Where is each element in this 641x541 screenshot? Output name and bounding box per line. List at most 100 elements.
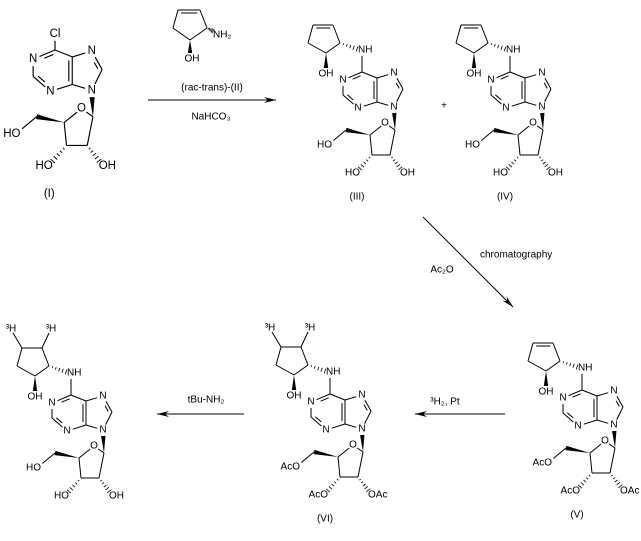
ring-oxygen: O (601, 436, 609, 447)
c5-wedge-bond (493, 127, 518, 135)
ring-bond (545, 360, 561, 372)
atom-nh: NH (67, 368, 81, 379)
bond-n7-c8-inner (543, 82, 548, 89)
bond-c8-n9 (616, 406, 624, 420)
bond-n3-c4 (511, 101, 526, 107)
bond-c5-c6 (509, 71, 526, 79)
bond-c8-n9 (364, 410, 372, 424)
substituent-3prime: HO (35, 160, 52, 172)
bond-n7-c8 (396, 77, 404, 90)
c2-hashed-bond (88, 147, 102, 163)
substituent-2prime: OH (548, 168, 563, 179)
c3-hashed-bond (505, 156, 519, 171)
bond-n3-c4 (583, 419, 598, 425)
bond-c6-n1 (348, 71, 363, 79)
ring-bond (455, 42, 475, 54)
bond-c2-n3-inner (566, 412, 574, 419)
bond-n7-c8 (105, 400, 113, 413)
glycosidic-wedge-bond (392, 112, 397, 130)
bond-c6-n1-inner (352, 75, 361, 80)
bond-c6-n1-inner (572, 393, 581, 398)
bond-c6-n1-inner (320, 397, 329, 402)
bond-c2-n3-inner (37, 75, 46, 83)
atom-n1: N (559, 393, 566, 404)
c5-wedge-bond (313, 449, 338, 457)
compound-label: (VI) (317, 514, 333, 525)
hydroxyl-wedge-bond (291, 375, 297, 390)
atom-n7: N (99, 391, 106, 402)
arrowhead-icon (264, 97, 276, 103)
amine-hashed-bond (207, 27, 215, 34)
ring-bond (41, 347, 50, 367)
atom-oh: OH (319, 69, 334, 80)
bond-o4-c4 (337, 447, 350, 458)
substituent-2prime: OH (99, 160, 116, 172)
tritium-right: ³H (305, 323, 316, 334)
bond-c5-o5 (301, 451, 315, 463)
atom-n1: N (29, 53, 37, 65)
step4-reagent-label: tBu-NH₂ (188, 395, 225, 406)
step2-chromatography-label: chromatography (480, 250, 552, 261)
amine-hashed-bond (310, 365, 327, 374)
bond-c1-o4 (97, 448, 105, 454)
atom-n3: N (63, 426, 70, 437)
c2-hashed-bond (611, 474, 623, 489)
atom-n7: N (390, 68, 397, 79)
bond-c6-n1 (316, 393, 331, 401)
c2-hashed-bond (100, 479, 112, 494)
bond-c6-n1 (568, 389, 583, 397)
bond-tritium-right (41, 332, 50, 349)
tritium-left: ³H (6, 324, 17, 335)
compound-label: (I) (44, 188, 55, 200)
atom-oh: OH (28, 392, 43, 403)
substituent-2prime: OAc (368, 490, 387, 501)
bond-c5-o5 (42, 452, 56, 464)
ring-bond (16, 347, 23, 367)
hydroxyl-wedge-bond (187, 40, 193, 53)
reagent-nh2: NH₂ (213, 30, 231, 41)
ring-bond (34, 365, 50, 377)
bond-o4-c4 (78, 448, 91, 459)
c5-wedge-bond (345, 127, 370, 135)
c2-hashed-bond (539, 156, 551, 171)
bond-c5-c6 (70, 394, 87, 402)
atom-n3: N (354, 103, 361, 114)
bond-c5-o5 (553, 447, 567, 459)
bond-c5-c6 (581, 389, 598, 397)
substituent-5prime: AcO (281, 462, 301, 473)
glycosidic-wedge-bond (89, 97, 95, 117)
atom-n9: N (88, 84, 96, 96)
glycosidic-wedge-bond (612, 430, 617, 448)
bond-c5-o5 (333, 129, 347, 141)
c5-wedge-bond (54, 450, 79, 458)
atom-n9: N (390, 102, 397, 113)
atom-oh: OH (539, 387, 554, 398)
bond-c5-o5 (21, 116, 37, 130)
hydroxyl-wedge-bond (32, 376, 38, 391)
atom-n9: N (99, 425, 106, 436)
step2-acetylation-label: Ac₂O (430, 265, 454, 276)
bond-c2-c1 (98, 452, 105, 479)
step1-reagent-label: (rac-trans)-(II) (181, 83, 243, 94)
bond-n7-c8 (616, 395, 624, 408)
bond-n9-c4 (85, 424, 98, 429)
bond-tritium-right (300, 331, 309, 348)
atom-cl: Cl (50, 28, 61, 40)
atom-n3: N (574, 421, 581, 432)
arrow-step-3 (415, 411, 505, 417)
ring-bond (293, 364, 309, 376)
bond-c5-c6 (329, 393, 346, 401)
c3-hashed-bond (50, 147, 65, 164)
atom-n1: N (487, 75, 494, 86)
bond-c2-c1 (357, 451, 364, 478)
substituent-2prime: OAc (620, 486, 639, 497)
bond-n7-c8-inner (93, 62, 99, 70)
bond-c6-n1 (496, 71, 511, 79)
ring-bond (16, 365, 36, 377)
arrow-step-2 (422, 216, 514, 308)
bond-o4-c4 (589, 443, 602, 454)
